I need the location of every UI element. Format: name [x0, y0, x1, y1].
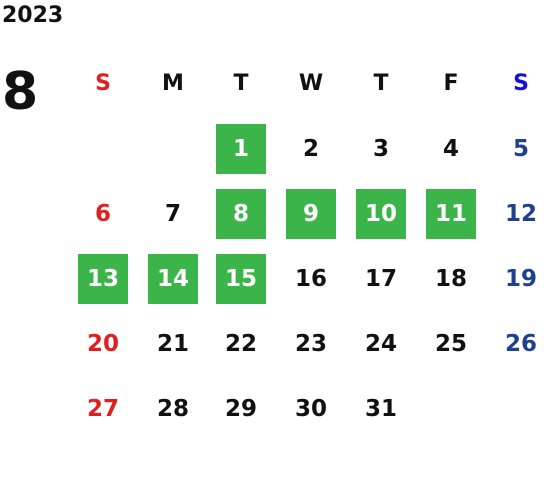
empty-day-cell — [148, 124, 198, 174]
highlighted-day-cell[interactable]: 10 — [356, 189, 406, 239]
day-cell[interactable]: 5 — [512, 136, 529, 162]
week-row: 1 2 3 4 5 — [68, 124, 548, 174]
day-cell[interactable]: 29 — [224, 396, 257, 422]
day-cell[interactable]: 20 — [86, 331, 119, 357]
day-cell[interactable]: 24 — [364, 331, 397, 357]
empty-day-cell — [78, 124, 128, 174]
empty-day-cell — [496, 384, 546, 434]
empty-day-cell — [426, 384, 476, 434]
weekday-mon: M — [162, 70, 184, 96]
highlighted-day-cell[interactable]: 13 — [78, 254, 128, 304]
weekday-sat: S — [513, 70, 529, 96]
day-cell[interactable]: 4 — [442, 136, 459, 162]
day-cell[interactable]: 28 — [156, 396, 189, 422]
day-cell[interactable]: 30 — [294, 396, 327, 422]
highlighted-day-cell[interactable]: 14 — [148, 254, 198, 304]
week-row: 13 14 15 16 17 18 19 — [68, 254, 548, 304]
day-cell[interactable]: 6 — [94, 201, 111, 227]
day-cell[interactable]: 3 — [372, 136, 389, 162]
day-cell[interactable]: 23 — [294, 331, 327, 357]
day-cell[interactable]: 22 — [224, 331, 257, 357]
weekday-fri: F — [443, 70, 459, 96]
day-cell[interactable]: 7 — [164, 201, 181, 227]
weekday-tue: T — [233, 70, 249, 96]
calendar-year: 2023 — [2, 3, 64, 28]
day-cell[interactable]: 16 — [294, 266, 327, 292]
highlighted-day-cell[interactable]: 11 — [426, 189, 476, 239]
highlighted-day-cell[interactable]: 9 — [286, 189, 336, 239]
highlighted-day-cell[interactable]: 15 — [216, 254, 266, 304]
highlighted-day-cell[interactable]: 8 — [216, 189, 266, 239]
day-cell[interactable]: 25 — [434, 331, 467, 357]
day-cell[interactable]: 27 — [86, 396, 119, 422]
week-row: 20 21 22 23 24 25 26 — [68, 319, 548, 369]
day-cell[interactable]: 2 — [302, 136, 319, 162]
weekday-wed: W — [298, 70, 324, 96]
day-cell[interactable]: 21 — [156, 331, 189, 357]
day-cell[interactable]: 31 — [364, 396, 397, 422]
week-row: 27 28 29 30 31 — [68, 384, 548, 434]
weekday-sun: S — [95, 70, 111, 96]
day-cell[interactable]: 26 — [504, 331, 537, 357]
calendar-month: 8 — [2, 62, 39, 122]
day-cell[interactable]: 18 — [434, 266, 467, 292]
weekday-thu: T — [373, 70, 389, 96]
day-cell[interactable]: 19 — [504, 266, 537, 292]
day-cell[interactable]: 17 — [364, 266, 397, 292]
day-cell[interactable]: 12 — [504, 201, 537, 227]
highlighted-day-cell[interactable]: 1 — [216, 124, 266, 174]
